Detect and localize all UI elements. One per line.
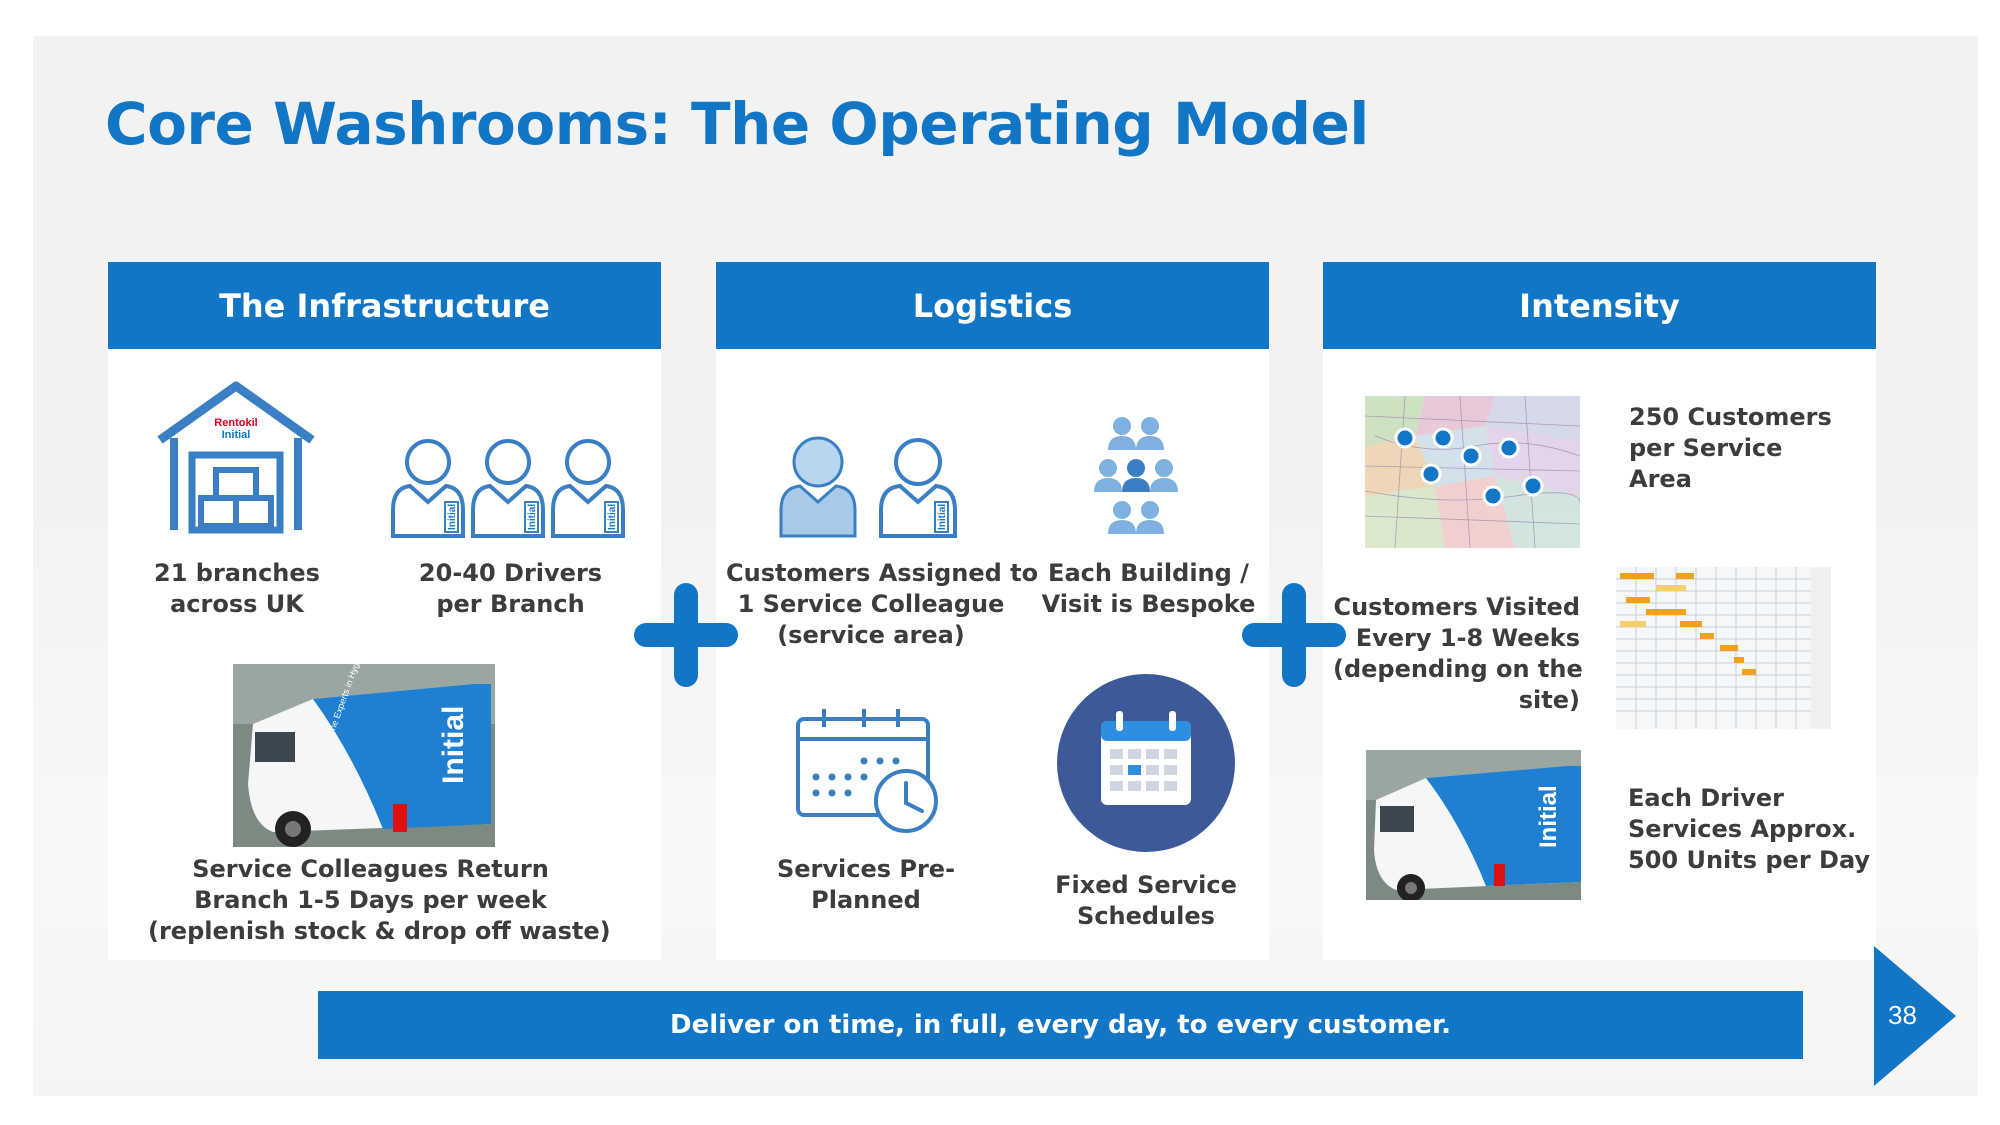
panel-header-logistics: Logistics xyxy=(716,262,1269,349)
warehouse-logo-line2: Initial xyxy=(222,429,251,441)
driver-units-caption: Each Driver Services Approx. 500 Units p… xyxy=(1628,784,1871,874)
warehouse-icon: Rentokil Initial xyxy=(157,381,315,534)
map-image xyxy=(1365,396,1580,548)
calendar-badge-icon xyxy=(1057,674,1235,852)
panel-logistics: Logistics Initial Customers Assigned to xyxy=(716,262,1269,960)
customers-area-caption: 250 Customers per Service Area xyxy=(1629,403,1832,493)
page-number: 38 xyxy=(1888,1000,1917,1030)
drivers-group-icon: Initial Initial Initial xyxy=(391,439,625,538)
preplanned-caption: Services Pre- Planned xyxy=(776,855,956,914)
van-brand-text: Initial xyxy=(1535,785,1562,848)
panel-intensity: Intensity 250 Customers per Service Area xyxy=(1323,262,1876,960)
drivers-caption: 20-40 Drivers per Branch xyxy=(418,559,603,618)
people-group-icon xyxy=(1094,417,1178,534)
driver-icon: Initial xyxy=(551,439,625,538)
driver-badge: Initial xyxy=(607,504,618,530)
driver-badge: Initial xyxy=(527,504,538,530)
footer-banner: Deliver on time, in full, every day, to … xyxy=(318,991,1803,1059)
driver-badge: Initial xyxy=(937,504,948,530)
customer-icon xyxy=(779,436,857,538)
bespoke-caption: Each Building / Visit is Bespoke xyxy=(1041,559,1256,618)
visited-caption: Customers Visited Every 1-8 Weeks (depen… xyxy=(1333,593,1583,714)
calendar-clock-icon xyxy=(796,709,938,833)
panel-header-intensity: Intensity xyxy=(1323,262,1876,349)
chevron-right-icon xyxy=(1874,946,1956,1086)
schedules-caption: Fixed Service Schedules xyxy=(1055,871,1237,930)
van-brand-text: Initial xyxy=(437,706,470,784)
customer-and-driver-icon: Initial xyxy=(779,436,957,538)
gantt-chart-image xyxy=(1616,567,1831,729)
plus-icon xyxy=(634,583,738,687)
van-photo: Initial The Experts in Hygiene xyxy=(233,664,495,847)
plus-icon xyxy=(1242,583,1346,687)
driver-icon: Initial xyxy=(471,439,545,538)
assigned-caption: Customers Assigned to 1 Service Colleagu… xyxy=(726,559,1039,649)
van-photo: Initial xyxy=(1366,750,1581,900)
driver-icon: Initial xyxy=(879,438,957,538)
panel-infrastructure: The Infrastructure Rentokil Initial Init… xyxy=(108,262,661,960)
slide-title: Core Washrooms: The Operating Model xyxy=(105,90,1369,158)
branches-caption: 21 branches across UK xyxy=(154,559,320,618)
driver-icon: Initial xyxy=(391,439,465,538)
driver-badge: Initial xyxy=(447,504,458,530)
return-caption: Service Colleagues Return Branch 1-5 Day… xyxy=(148,855,611,945)
warehouse-logo-line1: Rentokil xyxy=(214,417,257,429)
panel-header-infrastructure: The Infrastructure xyxy=(108,262,661,349)
